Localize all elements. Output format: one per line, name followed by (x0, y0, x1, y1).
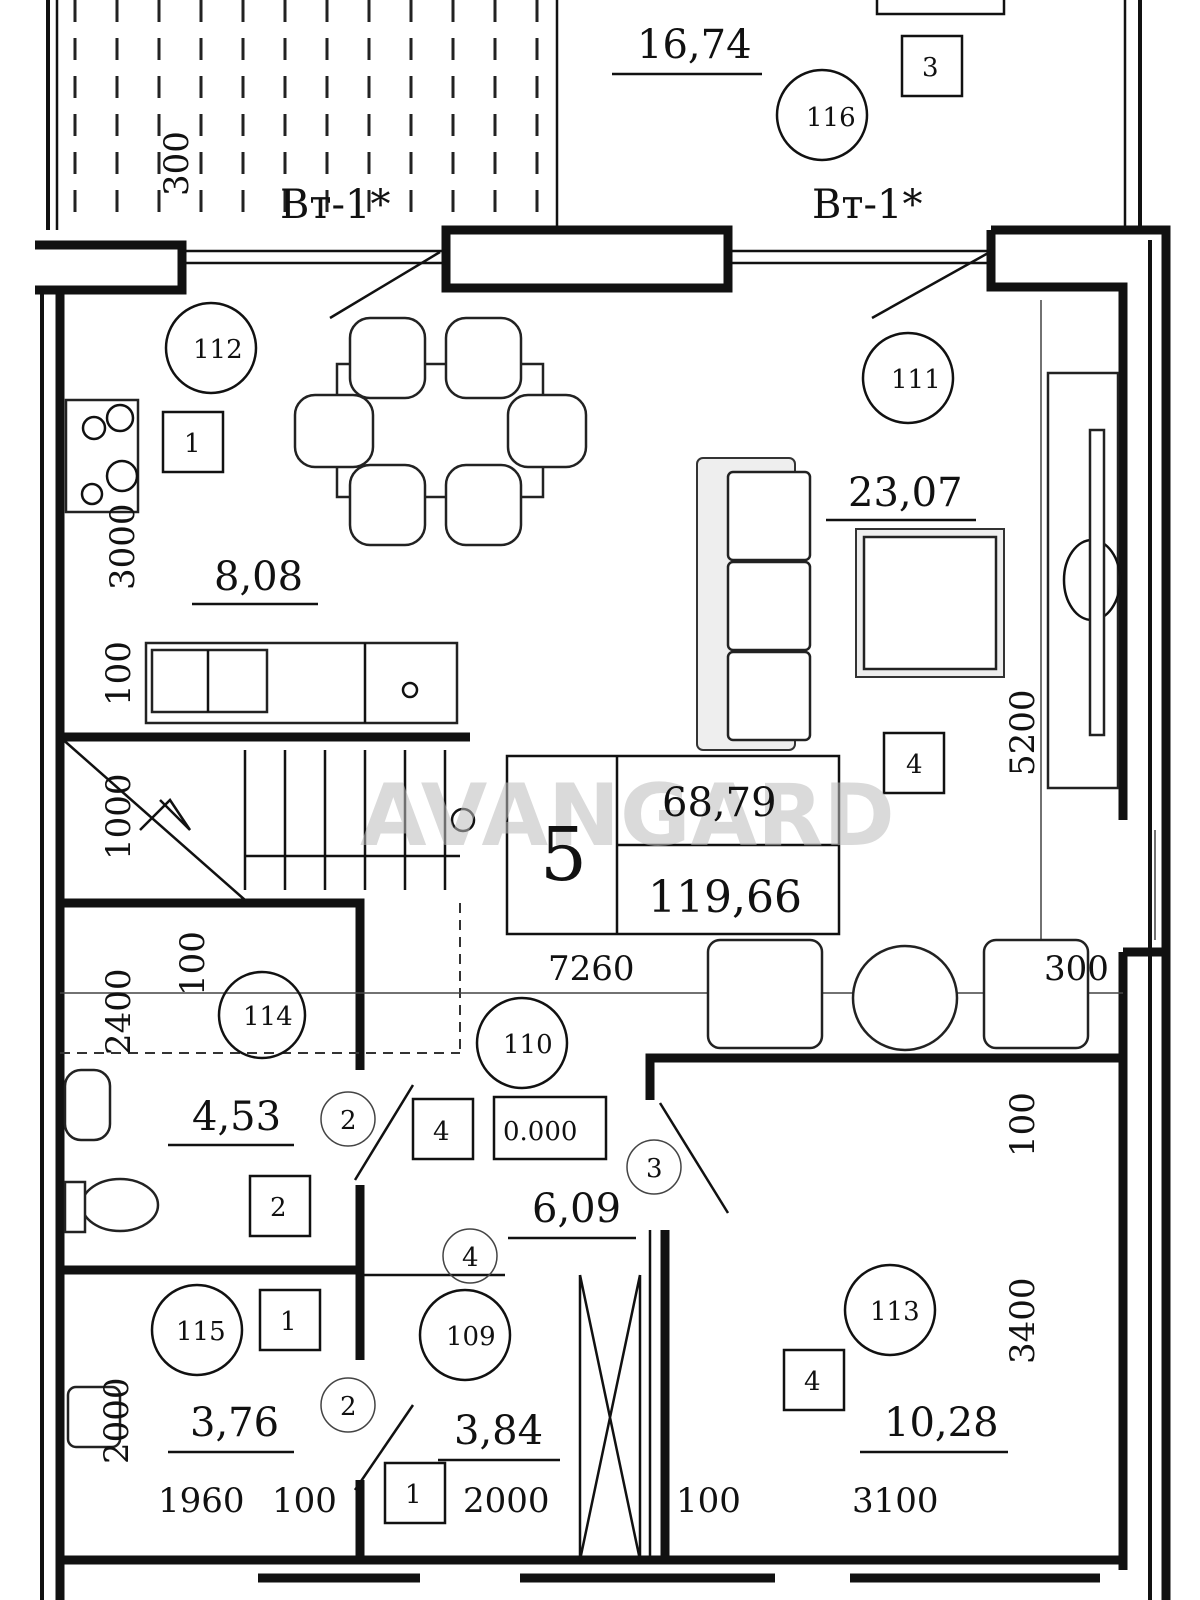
balcony-tag: 3 (922, 53, 939, 83)
tag-boxes (161, 34, 964, 1525)
dim-100-bottom-a: 100 (272, 1481, 337, 1521)
balcony-label-right: Вт-1* (812, 182, 923, 228)
dim-100-bottom-b: 100 (676, 1481, 741, 1521)
dim-100-kitchen: 100 (99, 641, 139, 706)
door-swings (329, 250, 991, 1561)
dim-300-top: 300 (157, 131, 197, 196)
hall-area: 6,09 (532, 1186, 621, 1232)
room-115-number: 115 (176, 1317, 226, 1347)
dim-2000-vertical: 2000 (97, 1377, 137, 1464)
dim-100-bath: 100 (173, 931, 213, 996)
dim-1000: 1000 (99, 773, 139, 860)
balcony-area: 16,74 (637, 22, 752, 68)
balcony-outline (46, 0, 1142, 230)
room-111-number: 111 (891, 365, 941, 395)
room-109-tag: 1 (405, 1480, 422, 1510)
dim-300-right: 300 (1044, 949, 1109, 989)
room-115-area: 3,76 (190, 1400, 279, 1446)
floor-level: 0.000 (503, 1117, 577, 1147)
dim-3400: 3400 (1003, 1277, 1043, 1364)
apartment-number: 5 (540, 812, 587, 898)
room-109-area: 3,84 (454, 1408, 543, 1454)
room-113-tag: 4 (804, 1367, 821, 1397)
dim-1960: 1960 (158, 1481, 245, 1521)
apartment-living-area: 68,79 (662, 780, 777, 826)
apartment-total-area: 119,66 (648, 872, 802, 923)
room-110-number: 110 (503, 1030, 553, 1060)
room-116-number: 116 (806, 103, 856, 133)
door-mark-3: 3 (646, 1154, 663, 1184)
room-112-number: 112 (193, 335, 243, 365)
room-112-area: 8,08 (214, 554, 303, 600)
door-mark-2b: 2 (340, 1392, 357, 1422)
room-115-tag: 1 (280, 1307, 297, 1337)
dining-furniture (293, 316, 588, 547)
dim-5200: 5200 (1003, 689, 1043, 776)
wc-area: 4,53 (192, 1094, 281, 1140)
dim-2000-horizontal: 2000 (463, 1481, 550, 1521)
balcony-label-left: Вт-1* (280, 182, 391, 228)
dim-2400: 2400 (99, 968, 139, 1055)
dim-3100: 3100 (852, 1481, 939, 1521)
balcony-hatching (73, 0, 539, 228)
room-112-tag: 1 (184, 429, 201, 459)
dim-100-right: 100 (1003, 1092, 1043, 1157)
bath-fixtures (63, 1068, 160, 1449)
room-111-area: 23,07 (848, 470, 963, 516)
wc-tag: 2 (270, 1193, 287, 1223)
dim-3000-vertical: 3000 (103, 503, 143, 590)
room-114-number: 114 (243, 1002, 293, 1032)
room-111-tag: 4 (906, 750, 923, 780)
door-mark-4: 4 (462, 1243, 479, 1273)
room-110-tag: 4 (433, 1117, 450, 1147)
dim-7260: 7260 (548, 949, 635, 989)
room-109-number: 109 (446, 1322, 496, 1352)
staircase (59, 736, 476, 901)
watermark-text: AVANGARD (360, 766, 895, 866)
outer-walls (35, 225, 1171, 1600)
door-mark-2a: 2 (340, 1106, 357, 1136)
area-underlines (168, 72, 1008, 1462)
room-circles (150, 68, 955, 1433)
living-furniture (696, 371, 1122, 1052)
room-113-number: 113 (870, 1297, 920, 1327)
room-113-area: 10,28 (884, 1400, 999, 1446)
kitchen-furniture (64, 398, 459, 725)
